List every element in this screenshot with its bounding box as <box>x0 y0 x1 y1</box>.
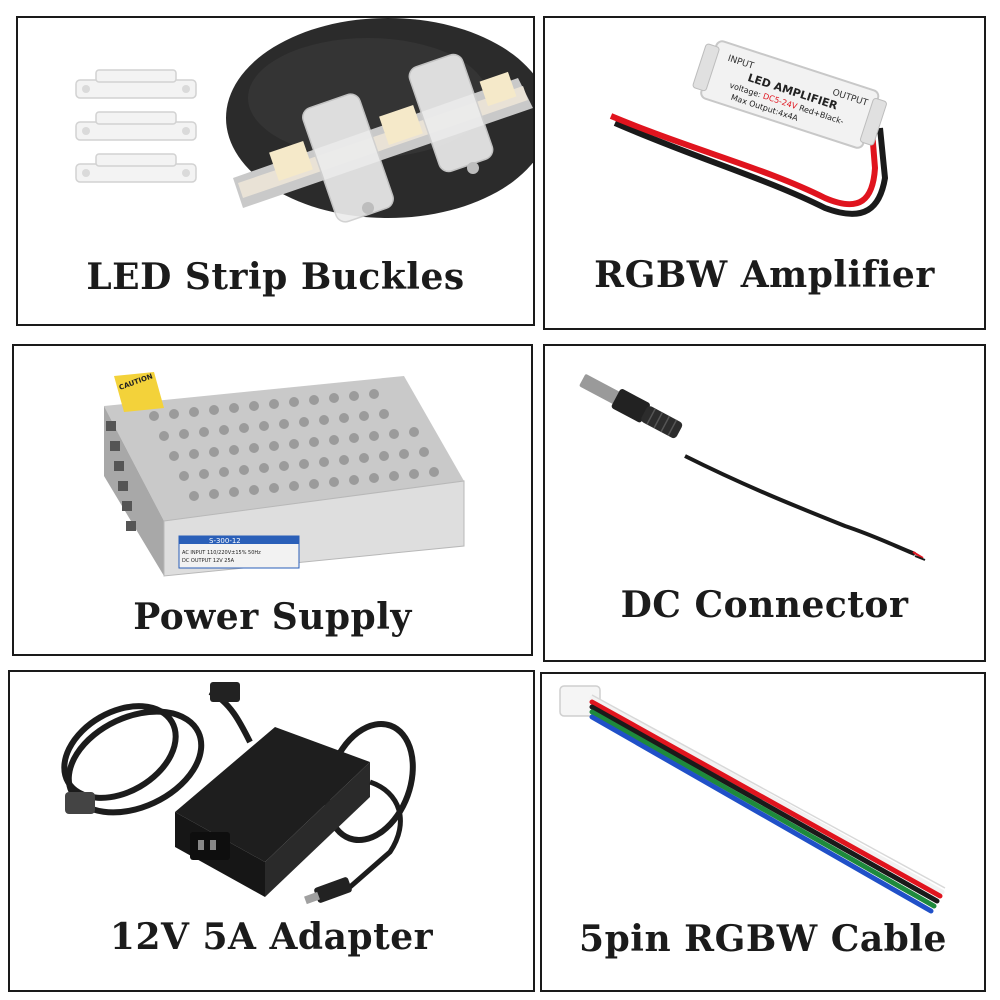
panel-adapter: 12V 5A Adapter <box>8 670 535 992</box>
panel-power-supply: CAUTION S-300-12 AC INPUT 110/220V±15% 5… <box>12 344 533 656</box>
panel-label: RGBW Amplifier <box>594 254 935 296</box>
rgbw-amplifier-photo: INPUT OUTPUT LED AMPLIFIER voltage: DC5-… <box>609 40 889 217</box>
adapter-photo <box>61 682 416 905</box>
panel-dc-connector: DC Connector <box>543 344 986 662</box>
psu-spec2-text: DC OUTPUT 12V 25A <box>182 558 235 564</box>
panel-rgbw-amplifier: INPUT OUTPUT LED AMPLIFIER voltage: DC5-… <box>543 16 986 330</box>
panel-led-strip-buckles: LED Strip Buckles <box>16 16 535 326</box>
panel-label: Power Supply <box>133 596 412 638</box>
dc-connector-photo <box>579 374 926 561</box>
panel-label: 5pin RGBW Cable <box>579 918 947 960</box>
psu-spec1-text: AC INPUT 110/220V±15% 50Hz <box>182 550 261 556</box>
led-strip-buckles-photo <box>75 18 533 223</box>
power-supply-photo: CAUTION S-300-12 AC INPUT 110/220V±15% 5… <box>104 372 465 577</box>
rgbw-cable-photo <box>559 685 946 914</box>
panel-label: DC Connector <box>620 584 909 626</box>
panel-label: 12V 5A Adapter <box>109 916 434 958</box>
panel-rgbw-cable: 5pin RGBW Cable <box>540 672 986 992</box>
panel-label: LED Strip Buckles <box>86 256 465 298</box>
psu-model-text: S-300-12 <box>209 537 241 545</box>
